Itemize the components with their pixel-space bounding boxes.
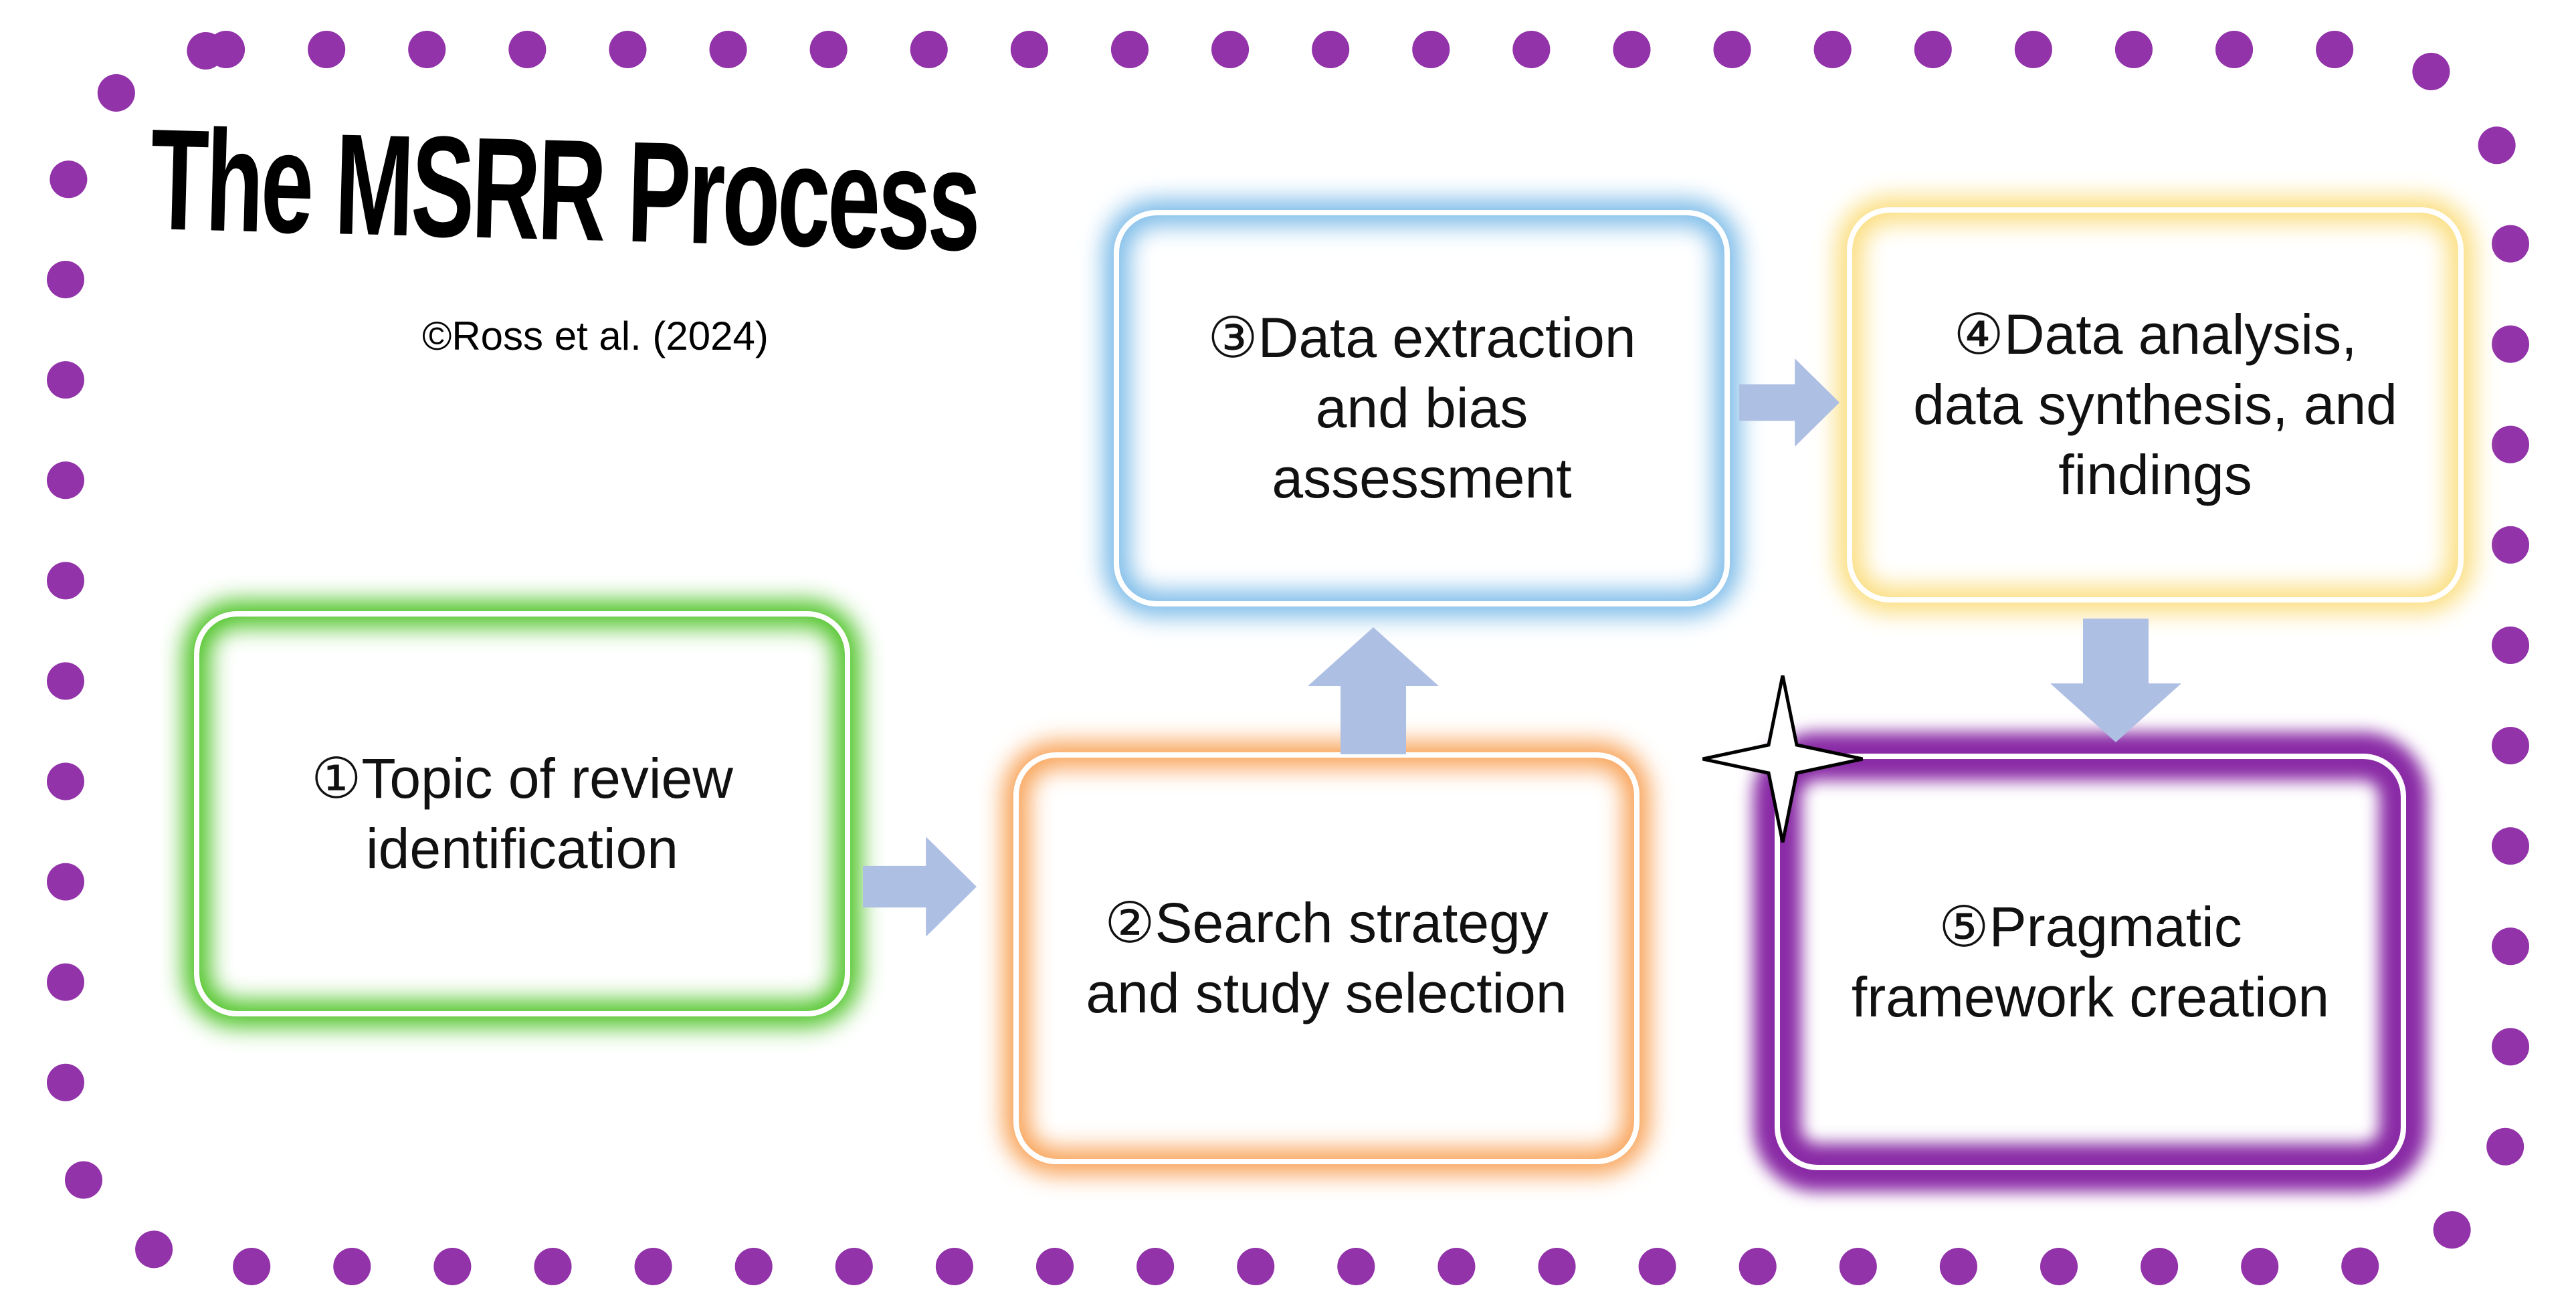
step-label: ④Data analysis, data synthesis, and find… xyxy=(1913,303,2397,506)
step-box-2-search-strategy: ②Search strategy and study selection xyxy=(1013,752,1640,1164)
step-label: ②Search strategy and study selection xyxy=(1086,891,1567,1024)
attribution-text: ©Ross et al. (2024) xyxy=(422,314,769,358)
step-box-3-data-extraction: ③Data extraction and bias assessment xyxy=(1114,210,1730,607)
diagram-title: The MSRR Process xyxy=(148,98,981,282)
four-point-star-icon xyxy=(1702,675,1863,843)
step-label: ③Data extraction and bias assessment xyxy=(1207,306,1636,510)
arrow-step4-to-step5-icon xyxy=(2050,619,2181,742)
step-label: ①Topic of review identification xyxy=(311,747,733,880)
step-box-5-pragmatic-framework: ⑤Pragmatic framework creation xyxy=(1775,754,2406,1170)
step-box-1-topic-identification: ①Topic of review identification xyxy=(194,611,850,1016)
arrow-step2-to-step3-icon xyxy=(1308,627,1439,754)
arrow-step3-to-step4-icon xyxy=(1739,358,1840,447)
arrow-step1-to-step2-icon xyxy=(863,837,977,937)
step-box-4-data-analysis: ④Data analysis, data synthesis, and find… xyxy=(1847,207,2464,602)
step-label: ⑤Pragmatic framework creation xyxy=(1851,895,2330,1028)
